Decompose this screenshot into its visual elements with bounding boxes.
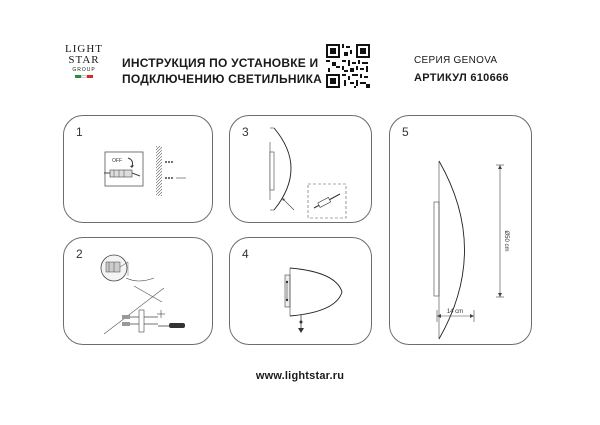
step-2-panel: 2 — [63, 237, 213, 345]
qr-code-icon — [326, 44, 370, 88]
page-title: ИНСТРУКЦИЯ ПО УСТАНОВКЕ И ПОДКЛЮЧЕНИЮ СВ… — [122, 55, 322, 87]
power-off-illustration: OFF — [104, 146, 186, 196]
dimensions-illustration: Ø50 cm 14 cm — [433, 160, 509, 340]
website-link[interactable]: www.lightstar.ru — [255, 370, 345, 382]
step-number: 1 — [76, 125, 83, 139]
step-1-panel: 1 OFF — [63, 115, 213, 223]
height-dimension-label: Ø50 cm — [503, 230, 509, 251]
article-number: АРТИКУЛ 610666 — [414, 72, 509, 84]
step-number: 3 — [242, 125, 249, 139]
attach-shade-illustration — [284, 267, 343, 333]
depth-dimension-label: 14 cm — [447, 309, 463, 315]
series-label: СЕРИЯ GENOVA — [414, 55, 498, 66]
lightstar-logo: LIGHT STAR GROUP — [62, 44, 106, 78]
step-number: 4 — [242, 247, 249, 261]
step-5-panel: 5 Ø50 cm 14 cm — [389, 115, 532, 345]
step-number: 5 — [402, 125, 409, 139]
logo-line2: STAR — [68, 54, 100, 66]
title-line1: ИНСТРУКЦИЯ ПО УСТАНОВКЕ И — [122, 56, 319, 70]
mount-plate-illustration — [269, 127, 347, 219]
italian-flag-icon — [62, 75, 106, 78]
step-3-panel: 3 — [229, 115, 372, 223]
logo-line3: GROUP — [72, 67, 96, 73]
off-caption: OFF — [112, 158, 122, 164]
wiring-illustration — [100, 254, 185, 335]
title-line2: ПОДКЛЮЧЕНИЮ СВЕТИЛЬНИКА — [122, 72, 322, 86]
step-4-panel: 4 — [229, 237, 372, 345]
step-number: 2 — [76, 247, 83, 261]
logo-line1: LIGHT — [65, 43, 103, 55]
